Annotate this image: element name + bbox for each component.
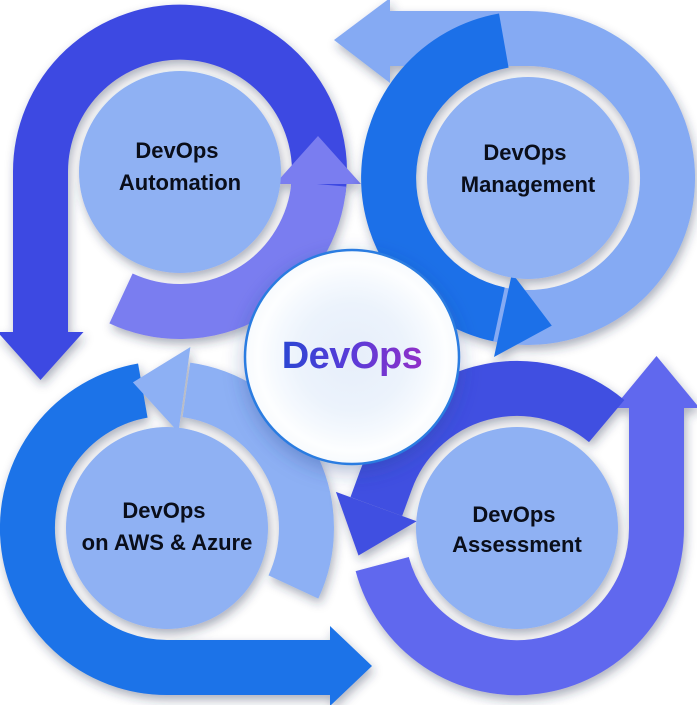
motif-devops-aws-azure [0, 347, 372, 705]
assessment-label-line1: DevOps [472, 502, 555, 527]
aws-azure-circle [66, 427, 268, 629]
automation-arc-secondary [109, 181, 347, 339]
management-arc-secondary [361, 13, 510, 342]
assessment-arrowhead-down-icon [335, 491, 417, 556]
aws-azure-label-line1: DevOps [122, 498, 205, 523]
assessment-arrowhead-up-icon [613, 356, 697, 408]
management-circle [427, 77, 629, 279]
center-node [243, 248, 461, 466]
automation-label: DevOps Automation [119, 138, 241, 195]
automation-arc-primary [12, 4, 347, 332]
aws-azure-arc-secondary [181, 362, 334, 599]
assessment-label: DevOps Assessment [452, 502, 582, 557]
automation-arrowhead-up-icon [275, 136, 361, 184]
motif-devops-automation [0, 4, 361, 380]
management-label: DevOps Management [461, 140, 596, 197]
aws-azure-label: DevOps on AWS & Azure [82, 498, 253, 555]
assessment-circle [416, 427, 618, 629]
management-label-line1: DevOps [483, 140, 566, 165]
motif-devops-management [334, 0, 695, 357]
assessment-arc-primary [355, 408, 684, 696]
center-circle [243, 248, 461, 466]
aws-azure-arc-primary [0, 363, 330, 695]
automation-circle [79, 71, 281, 273]
management-arrowhead-right-icon [494, 273, 552, 357]
aws-azure-arrowhead-left-icon [132, 347, 191, 433]
aws-azure-arrowhead-right-icon [330, 626, 372, 705]
aws-azure-label-line2: on AWS & Azure [82, 530, 253, 555]
management-arrowhead-left-icon [334, 0, 390, 83]
center-label: DevOps [282, 335, 423, 377]
assessment-label-line2: Assessment [452, 532, 582, 557]
automation-label-line2: Automation [119, 170, 241, 195]
automation-label-line1: DevOps [135, 138, 218, 163]
management-label-line2: Management [461, 172, 596, 197]
management-arc-primary [390, 10, 695, 345]
automation-arrowhead-down-icon [0, 332, 84, 380]
